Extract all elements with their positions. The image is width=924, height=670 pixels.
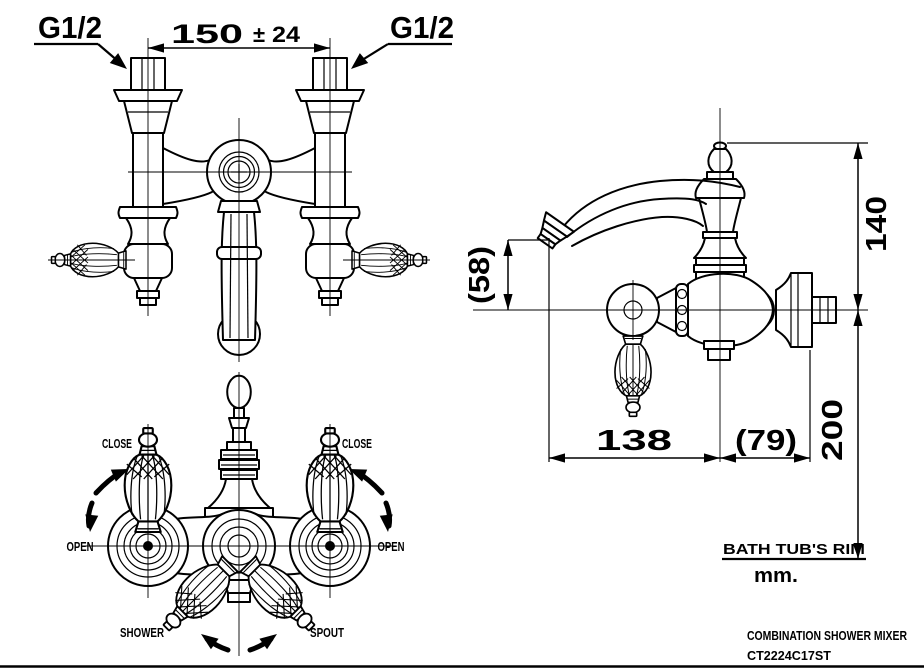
label-open-left: OPEN: [67, 539, 94, 554]
rotation-arrows: [83, 463, 395, 653]
label-shower: SHOWER: [120, 626, 164, 640]
label-close-right: CLOSE: [342, 436, 372, 451]
label-open-right: OPEN: [378, 539, 405, 554]
side-handle-down: [614, 335, 652, 418]
g12-right-text: G1/2: [390, 10, 454, 45]
body-curve: [162, 147, 211, 163]
inlet-thread-label-left: G1/2: [34, 10, 132, 74]
dim-heights: 140 200: [817, 143, 893, 559]
inlet-thread-label-right: G1/2: [346, 10, 454, 74]
dim-spout-drop: (58): [464, 240, 513, 310]
label-close-left: CLOSE: [102, 436, 132, 451]
dim-inlet-spacing: 150 ± 24: [148, 19, 330, 53]
dim-150-value: 150: [171, 19, 243, 49]
g12-left-text: G1/2: [38, 10, 102, 45]
dim-140-value: 140: [861, 196, 893, 252]
dim-58-value: (58): [464, 246, 496, 304]
model-code: CT2224C17ST: [747, 648, 831, 663]
side-view: (58) 140 200 138 (79): [464, 108, 893, 559]
dim-79-value: (79): [735, 425, 797, 457]
product-name: COMBINATION SHOWER MIXER: [747, 628, 907, 643]
side-spout: [536, 178, 741, 250]
bathtub-rim-label: BATH TUB'S RIM: [723, 541, 865, 558]
dim-tolerance-value: 24: [272, 22, 301, 47]
dim-reach: 138 (79): [549, 425, 810, 463]
dim-200-value: 200: [817, 399, 849, 461]
label-spout: SPOUT: [310, 626, 344, 640]
dim-138-value: 138: [596, 425, 672, 457]
bottom-view: CLOSE CLOSE OPEN OPEN SHOWER SPOUT: [67, 372, 405, 656]
dim-tolerance-sign: ±: [253, 22, 265, 47]
side-valve-body: [606, 272, 837, 361]
front-view: 150 ± 24 G1/2 G1/2: [34, 10, 454, 362]
footer-notes: BATH TUB'S RIM mm. COMBINATION SHOWER MI…: [0, 541, 924, 668]
unit-label: mm.: [754, 565, 798, 587]
